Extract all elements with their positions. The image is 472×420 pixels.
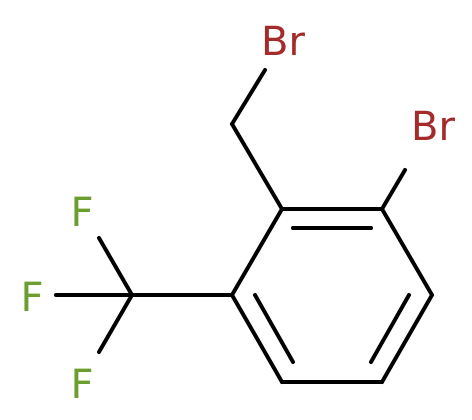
- atom-labels: Br Br F F F: [20, 19, 455, 408]
- bond-ring-c6-c1: [230, 293, 284, 384]
- bond-ring-ch2: [230, 122, 284, 211]
- bond-ring-c3-c4: [380, 207, 434, 297]
- bond-ring-br: [380, 168, 407, 211]
- bond-ring-c4-c5-inner: [369, 293, 411, 364]
- fluorine-label-top: F: [70, 190, 93, 236]
- fluorine-label-bottom: F: [70, 362, 93, 408]
- bond-ring-c4-c5: [380, 293, 434, 384]
- bond-cf3-f-top: [97, 236, 134, 297]
- bond-cf3-f-bottom: [97, 293, 134, 354]
- bond-ring-c1-c2: [230, 207, 284, 297]
- bond-ch2-br: [230, 68, 267, 126]
- bonds: [54, 68, 434, 384]
- bond-ring-c6-c1-inner: [253, 293, 295, 364]
- bromine-label-methyl: Br: [261, 19, 305, 65]
- bromine-label-ring: Br: [411, 104, 455, 150]
- fluorine-label-left: F: [20, 275, 43, 321]
